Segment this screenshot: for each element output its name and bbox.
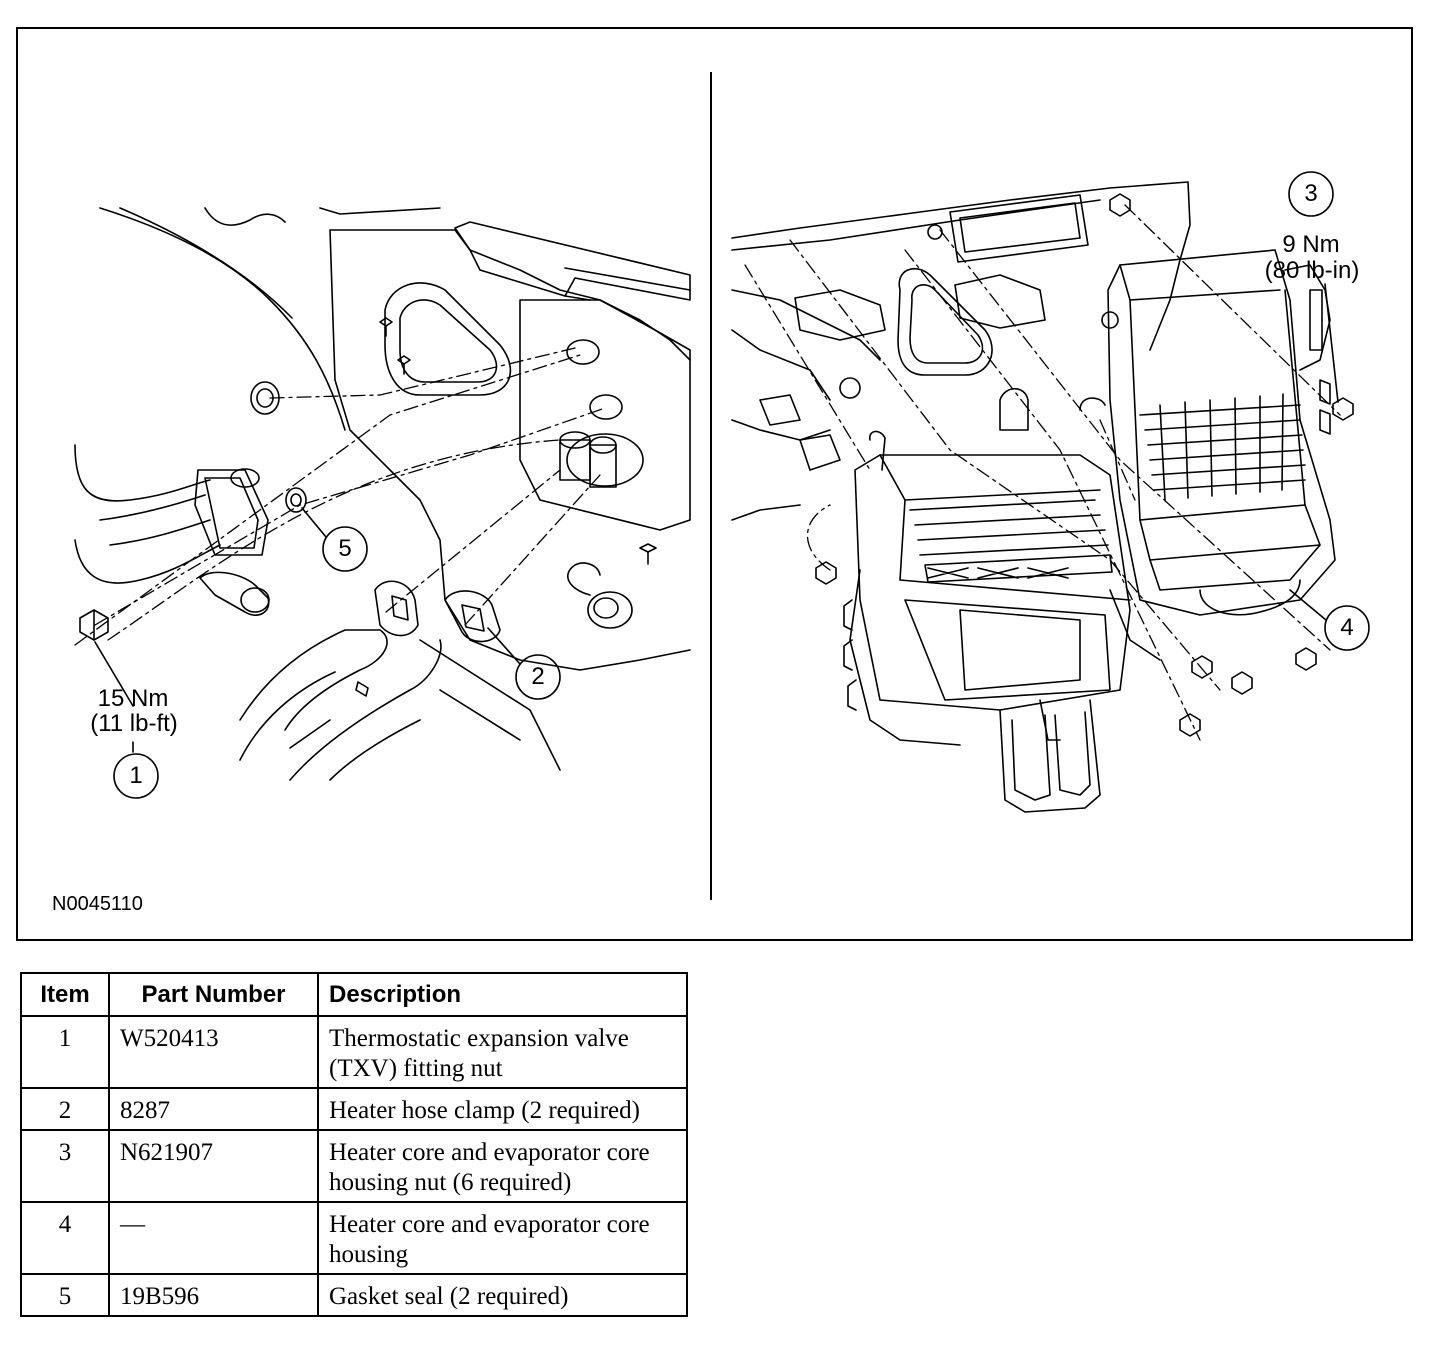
row-item: 2 xyxy=(20,1087,110,1131)
left-engine-compartment-drawing xyxy=(74,207,691,781)
callout-circle-1 xyxy=(113,753,159,799)
row-item: 5 xyxy=(20,1273,110,1317)
table-row: 5 19B596 Gasket seal (2 required) xyxy=(20,1273,688,1317)
row-part-number: 19B596 xyxy=(108,1273,319,1317)
callout-circle-4 xyxy=(1324,605,1370,651)
callout-number-2: 2 xyxy=(531,663,545,690)
callout-graphics xyxy=(94,171,1370,799)
row-description: Heater core and evaporator core housing … xyxy=(317,1129,688,1203)
figure-frame xyxy=(16,27,1413,941)
header-part-number: Part Number xyxy=(108,972,319,1017)
row-item: 1 xyxy=(20,1015,110,1089)
callout-circle-5 xyxy=(322,526,368,572)
header-item: Item xyxy=(20,972,110,1017)
callout-circle-3 xyxy=(1288,171,1334,217)
row-description: Gasket seal (2 required) xyxy=(317,1273,688,1317)
table-row: 1 W520413 Thermostatic expansion valve (… xyxy=(20,1015,688,1089)
row-description: Heater core and evaporator core housing xyxy=(317,1201,688,1275)
right-cowl-and-hvac-housing-drawing xyxy=(731,181,1354,813)
row-part-number: N621907 xyxy=(108,1129,319,1203)
callout-number-3: 3 xyxy=(1304,180,1318,207)
callout-3-torque-imperial: (80 lb-in) xyxy=(1264,257,1360,284)
figure-id: N0045110 xyxy=(52,893,143,915)
callout-leader-5 xyxy=(301,507,327,538)
row-part-number: 8287 xyxy=(108,1087,319,1131)
callout-1-torque-imperial: (11 lb-ft) xyxy=(90,710,178,737)
callout-1-torque-metric: 15 Nm xyxy=(97,685,169,712)
callout-leader-4 xyxy=(1289,589,1327,621)
header-description: Description xyxy=(317,972,688,1017)
callout-leader-2 xyxy=(487,627,521,665)
table-row: 2 8287 Heater hose clamp (2 required) xyxy=(20,1087,688,1131)
row-item: 4 xyxy=(20,1201,110,1275)
panel-divider xyxy=(710,72,712,900)
callout-leader-1 xyxy=(94,641,134,753)
callout-leader-3 xyxy=(1324,283,1339,403)
table-header-row: Item Part Number Description xyxy=(20,972,688,1017)
callout-3-torque-metric: 9 Nm xyxy=(1282,231,1340,258)
table-row: 4 — Heater core and evaporator core hous… xyxy=(20,1201,688,1275)
row-description: Heater hose clamp (2 required) xyxy=(317,1087,688,1131)
callout-number-4: 4 xyxy=(1340,614,1354,641)
row-part-number: — xyxy=(108,1201,319,1275)
callout-number-5: 5 xyxy=(338,535,352,562)
table-row: 3 N621907 Heater core and evaporator cor… xyxy=(20,1129,688,1203)
callout-circle-2 xyxy=(515,654,561,700)
row-item: 3 xyxy=(20,1129,110,1203)
callout-number-1: 1 xyxy=(129,762,143,789)
row-part-number: W520413 xyxy=(108,1015,319,1089)
row-description: Thermostatic expansion valve (TXV) fitti… xyxy=(317,1015,688,1089)
parts-table: Item Part Number Description 1 W520413 T… xyxy=(20,972,688,1317)
